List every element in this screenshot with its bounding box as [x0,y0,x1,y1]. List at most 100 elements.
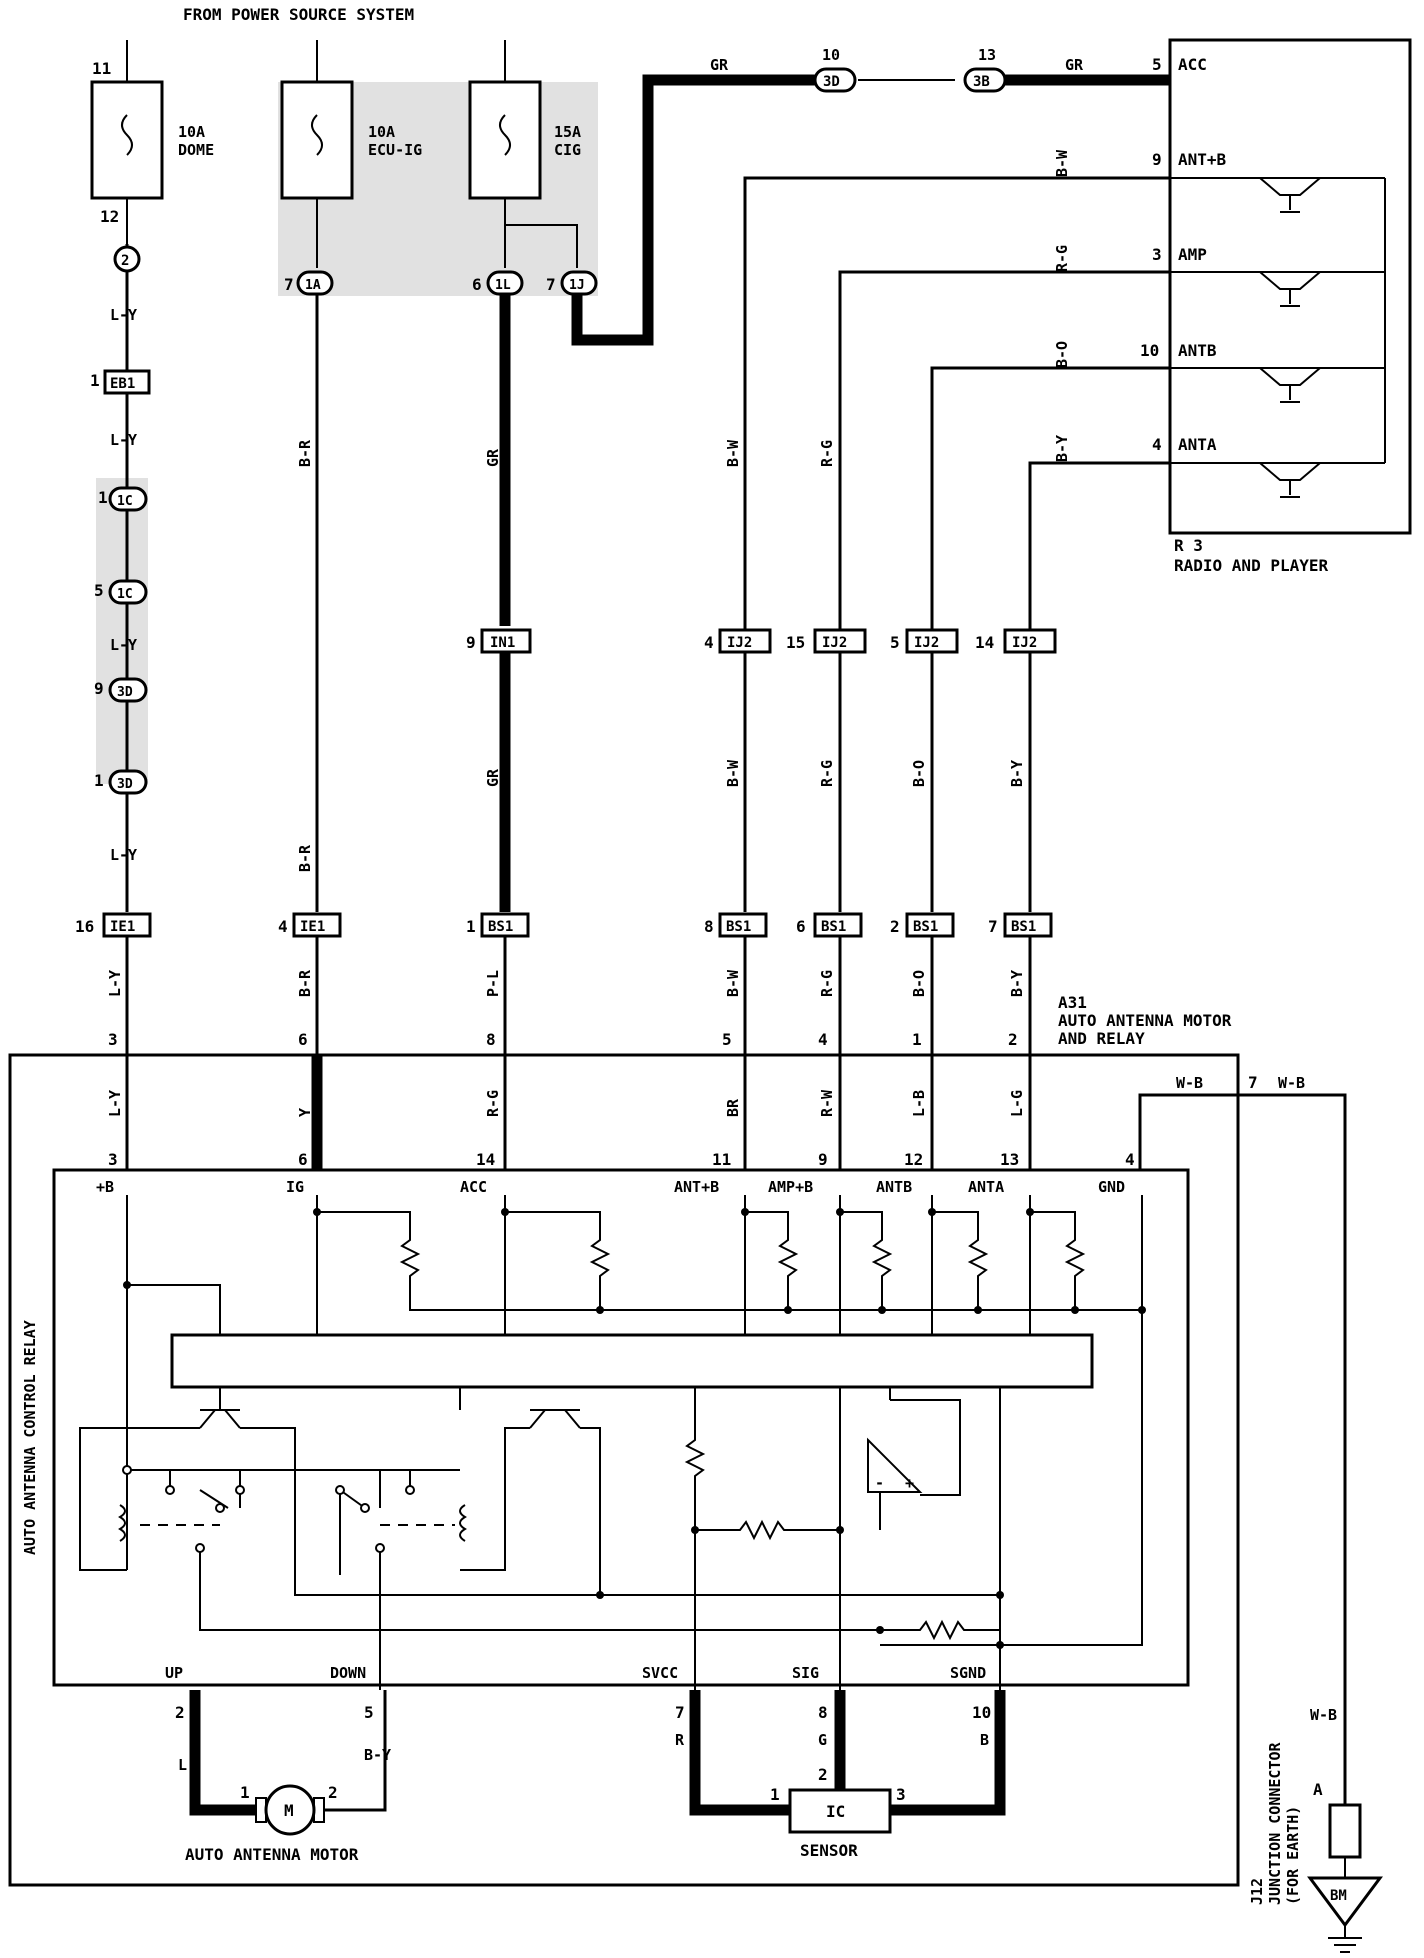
radio-pin-amp-num: 3 [1152,245,1162,264]
fuse-dome: 11 10A DOME 12 [90,40,214,244]
radio-pin-anta-label: ANTA [1178,435,1217,454]
ij2-d-id: IJ2 [1012,635,1037,651]
bs1-d-id: BS1 [913,919,938,935]
fuse-dome-out-pin: 12 [100,207,119,226]
eb1-pin: 1 [90,371,100,390]
control-relay: AUTO ANTENNA CONTROL RELAY +B IG ACC ANT… [21,1168,1190,1690]
control-relay-label: AUTO ANTENNA CONTROL RELAY [21,1320,39,1555]
wire-label-bo-mid: B-O [910,760,928,787]
terminal-gnd: GND [1098,1178,1125,1196]
wire-g-sensor: G [818,1731,827,1749]
radio-pin-antb-num: 9 [1152,150,1162,169]
bs1-a-id: BS1 [488,919,513,935]
opamp-minus: - [875,1474,884,1492]
wire-label-br-upper: B-R [296,439,314,467]
fuse-dome-rating: 10A [178,123,205,141]
terminal-acc: ACC [460,1178,487,1196]
relay-input-wires: L-Y B-R P-L B-W R-G B-O B-Y [106,936,1032,1170]
conn-3d-id: 3D [823,74,840,90]
dome-junction-1c-b-pin: 5 [94,581,104,600]
sensor-pin3: 3 [896,1785,906,1804]
a31-module: A31 AUTO ANTENNA MOTOR AND RELAY 3 6 8 5… [8,993,1240,1887]
inner-pin-12: 12 [904,1150,923,1169]
wire-label-bw-upper: B-W [724,439,742,467]
terminal-sgnd: SGND [950,1664,986,1682]
fuse-dome-name: DOME [178,141,214,159]
radio-pin-anta-num: 4 [1152,435,1162,454]
conn-3d-pin: 10 [822,46,840,64]
wire-label-gr-mid: GR [484,768,502,787]
radio-signal-wires: B-W R-G B-O B-Y [743,149,1170,632]
in1-id: IN1 [490,635,515,651]
wire-label-lb-inside: L-B [910,1090,928,1117]
sensor-pin1: 1 [770,1785,780,1804]
radio-pin-acc-num: 5 [1152,55,1162,74]
wire-label-ly-lower: L-Y [106,970,124,997]
radio-name: RADIO AND PLAYER [1174,556,1328,575]
dome-junction-1c-a-pin: 1 [98,488,108,507]
wire-label-bo-lower: B-O [910,970,928,997]
dome-junction-2-id: 2 [121,253,129,269]
a31-line2: AND RELAY [1058,1029,1145,1048]
wire-label-bw-mid: B-W [724,759,742,787]
radio-pin-antb-label: ANT+B [1178,150,1227,169]
motor-name: AUTO ANTENNA MOTOR [185,1845,359,1864]
sensor-pin2: 2 [818,1765,828,1784]
motor-pin1: 1 [240,1783,250,1802]
motor-icon [264,1784,316,1836]
terminal-ig: IG [286,1178,304,1196]
inner-pin-3: 3 [108,1150,118,1169]
bs1-e-pin: 7 [988,917,998,936]
dome-wire-label-3: L-Y [110,636,137,654]
wire-label-by-top: B-Y [1053,435,1071,462]
pin-down-5: 5 [364,1703,374,1722]
bs1-e-id: BS1 [1011,919,1036,935]
junction-1j-pin: 7 [546,275,556,294]
ie1-a-id: IE1 [110,919,135,935]
bs1-c-id: BS1 [821,919,846,935]
conn-3b-pin: 13 [978,46,996,64]
ie1-a-pin: 16 [75,917,94,936]
dome-junction-3d-b-pin: 1 [94,771,104,790]
ground-wire: W-B 7 W-B W-B A BM J12 JUNCTION CONNECTO… [1138,1073,1383,1953]
wire-label-br-mid: B-R [296,844,314,872]
pin-up-2: 2 [175,1703,185,1722]
inner-pin-14: 14 [476,1150,495,1169]
fuse-ecu-rating: 10A [368,123,395,141]
motor-pin2: 2 [328,1783,338,1802]
ij2-row: 4 IJ2 15 IJ2 5 IJ2 14 IJ2 B-W R-G B-W R-… [704,439,1057,912]
a31-code: A31 [1058,993,1087,1012]
fuse-cig-rating: 15A [554,123,581,141]
junction-1l-id: 1L [495,278,511,293]
wire-label-bw-top: B-W [1053,149,1071,177]
outer-pin-3: 3 [108,1030,118,1049]
terminal-svcc: SVCC [642,1664,678,1682]
radio-pin-antb2-label: ANTB [1178,341,1217,360]
terminal-sig: SIG [792,1664,819,1682]
junction-1l-pin: 6 [472,275,482,294]
sensor-symbol: IC [826,1802,845,1821]
pin-svcc-7: 7 [675,1703,685,1722]
ie1-b-pin: 4 [278,917,288,936]
wire-label-pl-lower: P-L [484,970,502,997]
outer-pin-6: 6 [298,1030,308,1049]
wire-label-rg-upper: R-G [818,440,836,467]
conn-3b-id: 3B [973,74,990,90]
inner-pin-4: 4 [1125,1150,1135,1169]
radio-player: 5 ACC 9 ANT+B 3 AMP 10 ANTB 4 ANTA R 3 R… [1140,38,1412,575]
bs1-c-pin: 6 [796,917,806,936]
ground-wire-label-b: W-B [1278,1074,1305,1092]
vertical-runs: B-R B-R GR GR 9 IN1 [296,294,532,912]
ie1-b-id: IE1 [300,919,325,935]
acc-wire-label-left: GR [710,56,729,74]
top-junctions: 7 1A 6 1L 7 1J [284,270,598,296]
ground-symbol: BM [1330,1888,1347,1904]
wire-label-rw-inside: R-W [818,1089,836,1117]
pin-sgnd-10: 10 [972,1703,991,1722]
outer-pin-1: 1 [912,1030,922,1049]
wire-label-br-inside: BR [724,1098,742,1117]
ij2-b-pin: 15 [786,633,805,652]
ij2-c-pin: 5 [890,633,900,652]
ground-line1: JUNCTION CONNECTOR [1266,1741,1284,1905]
wire-label-y-inside: Y [296,1108,314,1117]
